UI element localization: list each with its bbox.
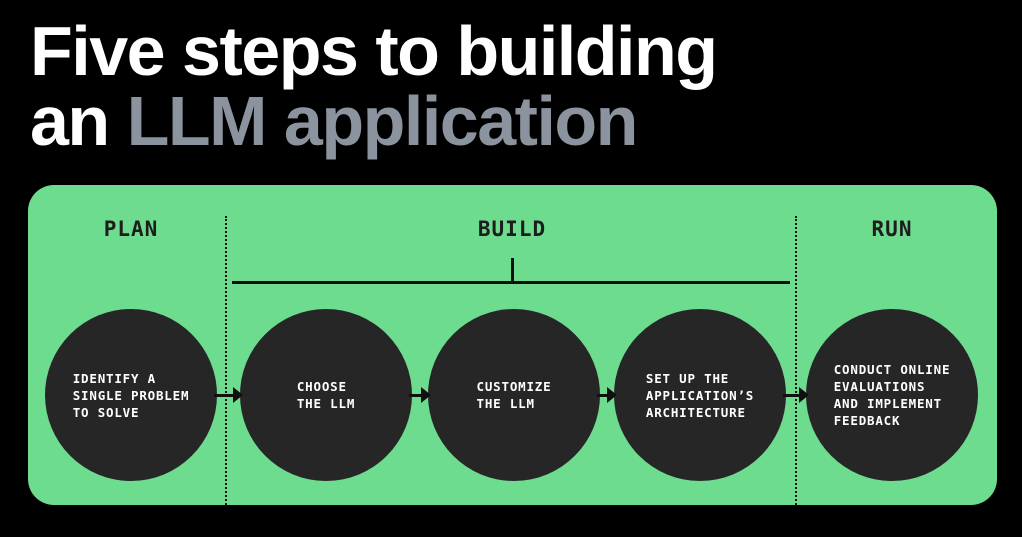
flow-arrow-icon [409, 387, 431, 403]
page-title: Five steps to building an LLM applicatio… [30, 16, 718, 156]
arrow-head [233, 387, 243, 403]
process-panel: PLAN BUILD RUN IDENTIFY A SINGLE PROBLEM… [28, 185, 997, 505]
step-circle-conduct-evaluations: CONDUCT ONLINE EVALUATIONS AND IMPLEMENT… [806, 309, 978, 481]
title-line2-highlight: LLM application [126, 82, 639, 160]
step-circle-identify-problem: IDENTIFY A SINGLE PROBLEM TO SOLVE [45, 309, 217, 481]
flow-arrow-icon [783, 387, 809, 403]
step-text: IDENTIFY A SINGLE PROBLEM TO SOLVE [72, 370, 190, 420]
arrow-shaft [783, 393, 799, 397]
arrow-shaft [214, 393, 233, 397]
step-text: CHOOSE THE LLM [296, 379, 356, 411]
build-bracket-tick [511, 258, 514, 284]
section-label-run: RUN [871, 217, 913, 241]
arrow-shaft [597, 393, 607, 397]
arrow-head [421, 387, 431, 403]
section-divider-build-run [795, 216, 797, 505]
step-text: SET UP THE APPLICATION’S ARCHITECTURE [645, 370, 755, 420]
arrow-head [799, 387, 809, 403]
title-line2-prefix: an [30, 82, 110, 160]
step-text: CUSTOMIZE THE LLM [476, 379, 552, 411]
section-label-plan: PLAN [103, 217, 159, 241]
flow-arrow-icon [214, 387, 243, 403]
arrow-head [607, 387, 617, 403]
arrow-shaft [409, 393, 421, 397]
flow-arrow-icon [597, 387, 617, 403]
title-line1: Five steps to building [30, 12, 718, 90]
section-divider-plan-build [225, 216, 227, 505]
step-circle-setup-architecture: SET UP THE APPLICATION’S ARCHITECTURE [614, 309, 786, 481]
section-label-build: BUILD [477, 217, 547, 241]
build-bracket-line [232, 281, 790, 284]
step-text: CONDUCT ONLINE EVALUATIONS AND IMPLEMENT… [833, 362, 951, 428]
step-circle-customize-llm: CUSTOMIZE THE LLM [428, 309, 600, 481]
step-circle-choose-llm: CHOOSE THE LLM [240, 309, 412, 481]
